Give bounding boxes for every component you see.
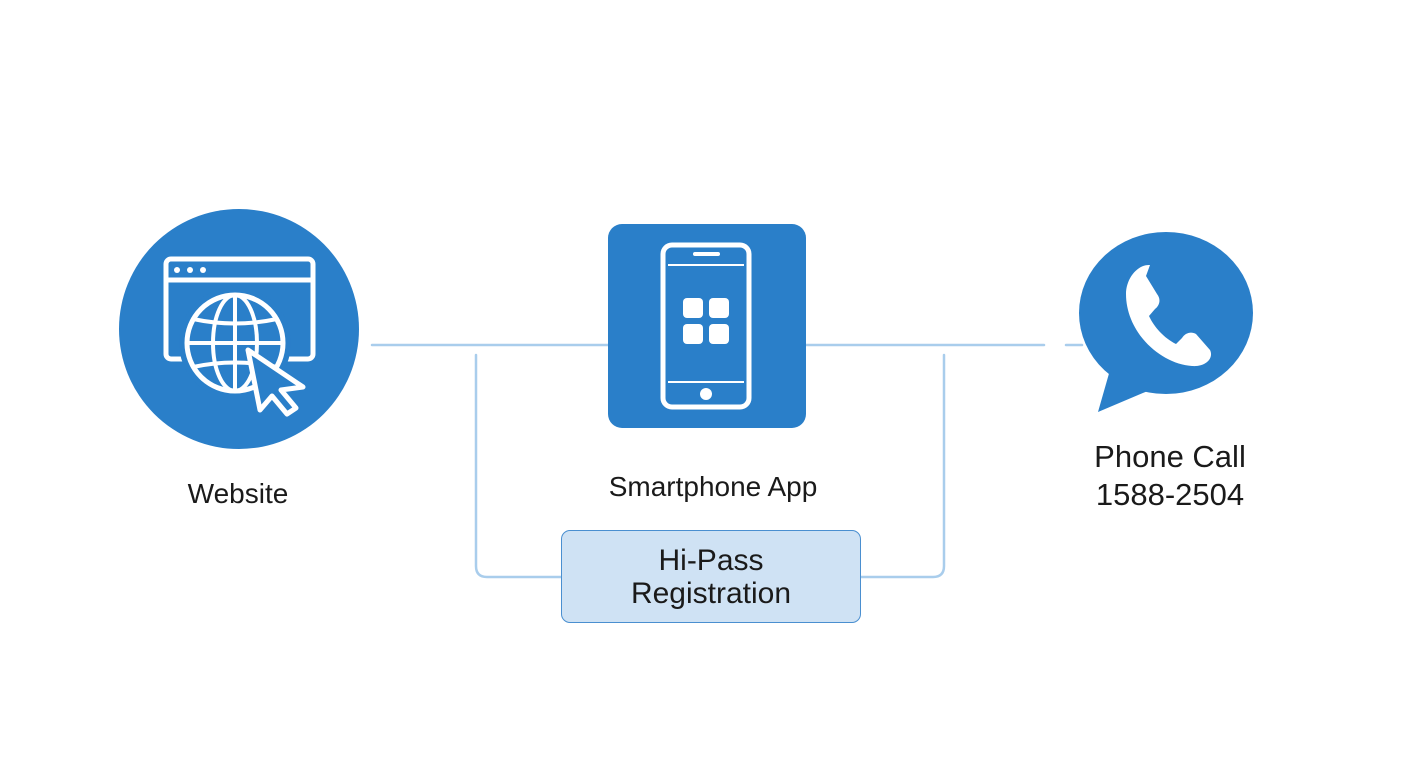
connector-lines xyxy=(370,343,1084,579)
connector-left-to-registration xyxy=(474,353,563,579)
registration-line1: Hi-Pass xyxy=(658,543,764,577)
handset-icon xyxy=(1126,264,1212,367)
phone-node[interactable] xyxy=(1079,232,1253,412)
browser-globe-cursor-icon xyxy=(163,256,316,417)
website-node[interactable] xyxy=(119,209,359,449)
phone-call-text: Phone Call xyxy=(1094,439,1246,474)
smartphone-app-icon xyxy=(660,242,752,410)
phone-label: Phone Call 1588-2504 xyxy=(1060,438,1280,514)
app-square xyxy=(608,224,806,428)
hi-pass-registration-box[interactable]: Hi-Pass Registration xyxy=(561,530,861,623)
connector-right-to-registration xyxy=(859,353,946,579)
registration-line2: Registration xyxy=(630,576,792,610)
app-label: Smartphone App xyxy=(608,471,818,502)
website-label: Website xyxy=(187,478,289,509)
app-node[interactable] xyxy=(608,224,806,428)
phone-number-text: 1588-2504 xyxy=(1095,477,1245,512)
phone-speech-bubble-icon xyxy=(1079,232,1253,412)
